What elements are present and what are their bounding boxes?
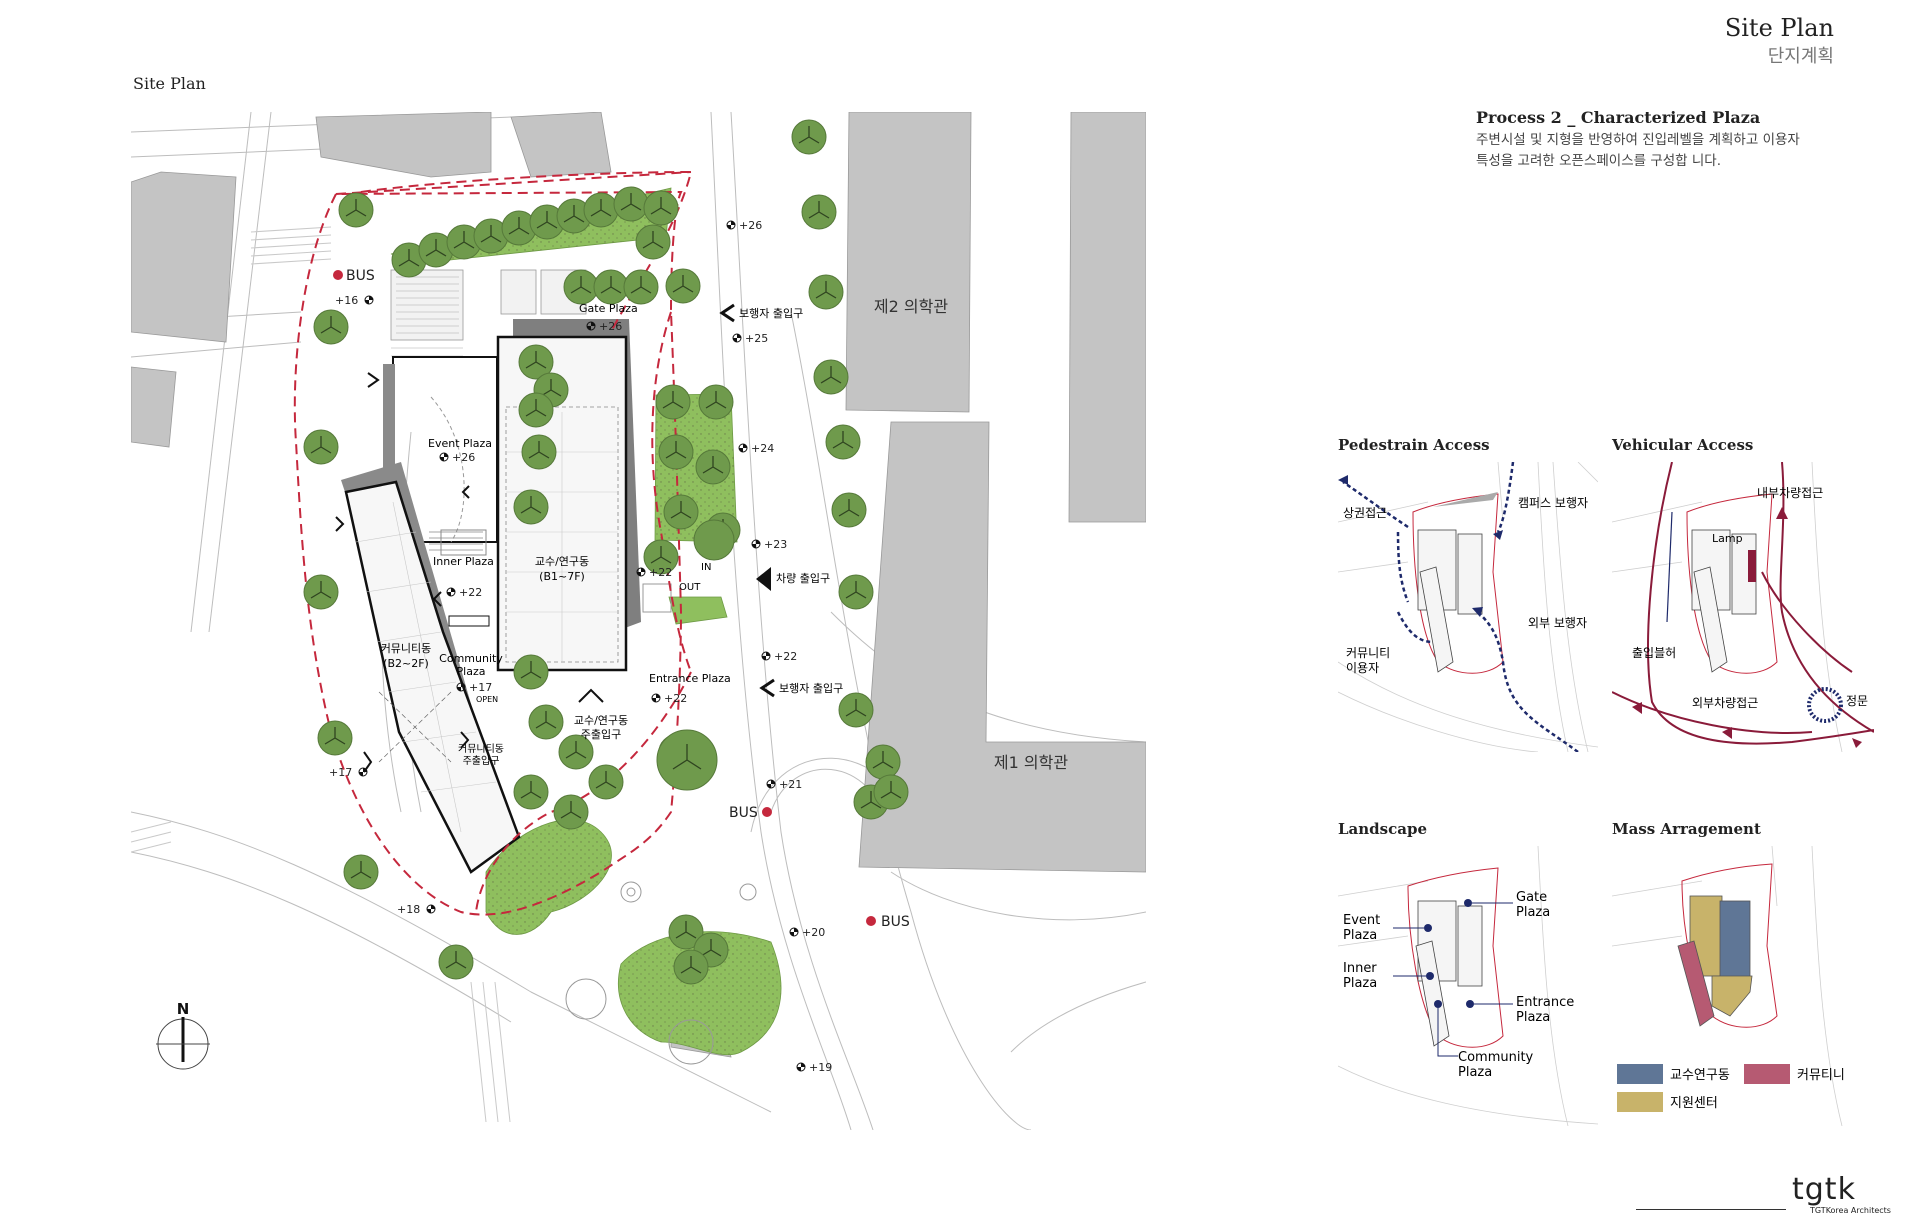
mass-community xyxy=(1677,940,1715,1027)
mass-arrangement-title: Mass Arragement xyxy=(1612,820,1761,838)
site-plan-drawing: N BUS BUS BUS 교수/연구동 (B1~7F) 커뮤니티동 (B2~2… xyxy=(131,112,1146,1130)
ped-entrance-label-1: 보행자 출입구 xyxy=(739,307,803,320)
gate-plaza-label: Gate Plaza xyxy=(579,302,638,315)
level-mark: +26 xyxy=(599,320,622,333)
legend-label-community: 커뮤티니 xyxy=(1797,1068,1845,1083)
level-mark: +25 xyxy=(745,332,768,345)
level-mark: +26 xyxy=(452,451,475,464)
level-mark: +22 xyxy=(774,650,797,663)
ped-commercial-label: 상권접근 xyxy=(1343,506,1387,520)
bus-label-2: BUS xyxy=(729,805,758,821)
level-mark: +22 xyxy=(649,566,672,579)
research-building-label: 교수/연구동 xyxy=(535,555,589,568)
ls-gate-label-1: Gate xyxy=(1516,890,1547,905)
community-building-floors: (B2~2F) xyxy=(383,657,429,670)
level-mark: +17 xyxy=(329,766,352,779)
pedestrian-access-title: Pedestrain Access xyxy=(1338,436,1490,454)
med1-label: 제1 의학관 xyxy=(994,753,1068,772)
mass-arrangement-diagram: 교수연구동 커뮤티니 지원센터 xyxy=(1612,846,1874,1126)
ped-external-label: 외부 보행자 xyxy=(1528,615,1587,630)
level-mark: +16 xyxy=(335,294,358,307)
ped-campus-label: 캠퍼스 보행자 xyxy=(1518,495,1588,510)
research-building-floors: (B1~7F) xyxy=(539,570,585,583)
entrance-plaza-label: Entrance Plaza xyxy=(649,672,731,685)
open-label: OPEN xyxy=(476,695,498,704)
ls-entrance-label-1: Entrance xyxy=(1516,995,1574,1010)
med2-label: 제2 의학관 xyxy=(874,297,948,316)
process-desc-line1: 주변시설 및 지형을 반영하여 진입레벨을 계획하고 이용자 xyxy=(1476,132,1800,148)
ls-gate-label-2: Plaza xyxy=(1516,905,1550,920)
landscape-diagram: Gate Plaza Event Plaza Inner Plaza Entra… xyxy=(1338,846,1598,1126)
ped-community-label-2: 이용자 xyxy=(1346,661,1379,675)
ls-event-label-2: Plaza xyxy=(1343,928,1377,943)
footer-divider xyxy=(1636,1209,1786,1210)
inner-plaza-label: Inner Plaza xyxy=(433,555,494,568)
community-entrance-label-1: 커뮤니티동 xyxy=(458,743,504,755)
community-building-label: 커뮤니티동 xyxy=(381,642,432,655)
ls-inner-label-1: Inner xyxy=(1343,961,1377,976)
north-arrow: N xyxy=(156,1000,210,1070)
ls-community-label-2: Plaza xyxy=(1458,1065,1492,1080)
veh-external-label: 외부차량접근 xyxy=(1692,696,1758,710)
community-plaza-label-2: Plaza xyxy=(457,665,486,678)
level-mark: +23 xyxy=(764,538,787,551)
ls-event-label-1: Event xyxy=(1343,913,1380,928)
vehicular-access-title: Vehicular Access xyxy=(1612,436,1754,454)
level-mark: +22 xyxy=(664,692,687,705)
main-entrance-label-2: 주출입구 xyxy=(581,728,621,741)
ls-community-label-1: Community xyxy=(1458,1050,1534,1065)
main-entrance-label-1: 교수/연구동 xyxy=(574,714,628,727)
ped-entrance-label-2: 보행자 출입구 xyxy=(779,682,843,695)
mass-research xyxy=(1719,900,1751,986)
level-mark: +21 xyxy=(779,778,802,791)
level-mark: +18 xyxy=(397,903,420,916)
ls-entrance-label-2: Plaza xyxy=(1516,1010,1550,1025)
legend-swatch-research xyxy=(1617,1064,1663,1084)
veh-dropoff-label: 출입블허 xyxy=(1632,646,1676,660)
legend-label-support: 지원센터 xyxy=(1670,1096,1718,1111)
company-logo: tgtk xyxy=(1792,1172,1856,1207)
level-mark: +22 xyxy=(459,586,482,599)
veh-internal-label: 내부차량접근 xyxy=(1757,486,1823,500)
community-building xyxy=(344,480,521,874)
site-plan-label: Site Plan xyxy=(133,74,206,93)
bus-label-3: BUS xyxy=(881,914,910,930)
page-subtitle: 단지계획 xyxy=(1767,46,1834,67)
landscape-title: Landscape xyxy=(1338,820,1427,838)
company-name: TGTKorea Architects xyxy=(1810,1206,1891,1215)
level-markers: +26 +16 +26 +25 +26 +24 +23 +22 +22 +17 … xyxy=(329,219,832,1074)
in-label: IN xyxy=(701,562,711,573)
veh-lamp-label: Lamp xyxy=(1712,532,1743,545)
community-entrance-label-2: 주출입구 xyxy=(463,754,500,767)
level-mark: +20 xyxy=(802,926,825,939)
legend-swatch-community xyxy=(1744,1064,1790,1084)
level-mark: +26 xyxy=(739,219,762,232)
vehicle-entrance-label: 차량 출입구 xyxy=(776,572,830,585)
event-plaza-label: Event Plaza xyxy=(428,437,492,450)
process-desc-line2: 특성을 고려한 오픈스페이스를 구성합 니다. xyxy=(1476,153,1722,169)
legend-label-research: 교수연구동 xyxy=(1670,1068,1730,1083)
bus-label-1: BUS xyxy=(346,268,375,284)
vehicular-access-diagram: 내부차량접근 Lamp 출입블허 외부차량접근 정문 xyxy=(1612,462,1874,752)
level-mark: +24 xyxy=(751,442,774,455)
ls-inner-label-2: Plaza xyxy=(1343,976,1377,991)
process-title: Process 2 _ Characterized Plaza xyxy=(1476,108,1761,127)
level-mark: +17 xyxy=(469,681,492,694)
process-description: 주변시설 및 지형을 반영하여 진입레벨을 계획하고 이용자 특성을 고려한 오… xyxy=(1476,130,1876,172)
north-label: N xyxy=(177,1000,190,1018)
out-label: OUT xyxy=(679,582,701,593)
legend-swatch-support xyxy=(1617,1092,1663,1112)
page-title: Site Plan xyxy=(1724,14,1834,42)
ped-community-label-1: 커뮤니티 xyxy=(1346,646,1390,660)
pedestrian-access-diagram: 상권접근 캠퍼스 보행자 외부 보행자 커뮤니티 이용자 xyxy=(1338,462,1598,752)
site-boundary xyxy=(293,171,692,916)
level-mark: +19 xyxy=(809,1061,832,1074)
community-plaza-label-1: Community xyxy=(439,652,503,665)
veh-main-gate-label: 정문 xyxy=(1846,694,1868,708)
